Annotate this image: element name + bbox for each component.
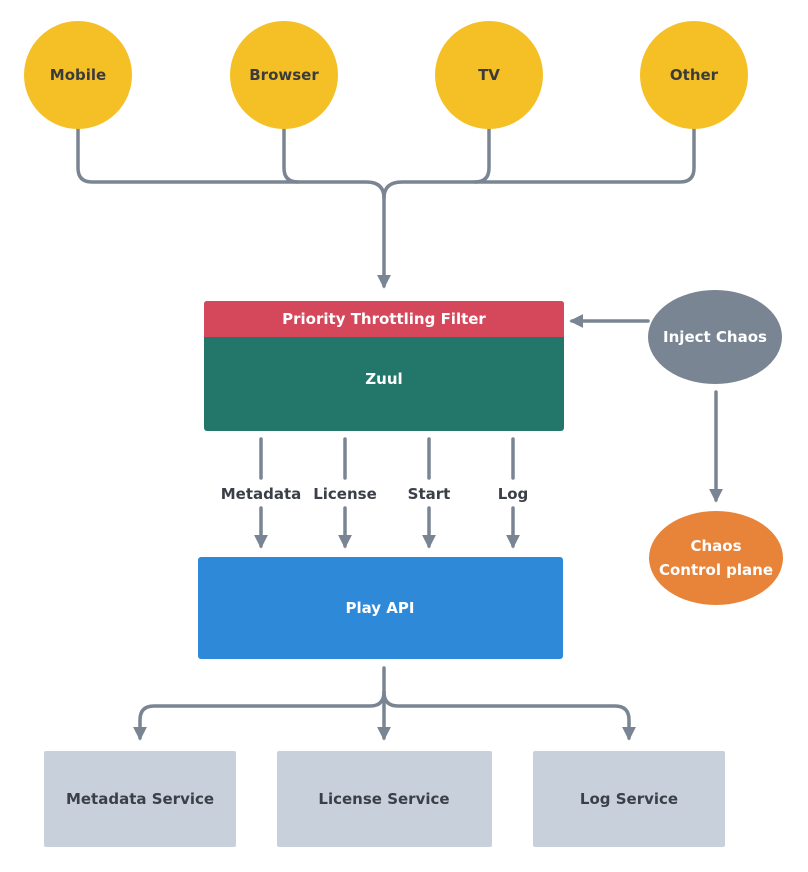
play-api-node: Play API bbox=[198, 557, 563, 659]
client-other: Other bbox=[640, 21, 748, 129]
control-plane-line2: Control plane bbox=[659, 561, 773, 579]
inject-chaos-node: Inject Chaos bbox=[569, 290, 782, 384]
license-service-label: License Service bbox=[318, 790, 449, 808]
play-api-label: Play API bbox=[346, 599, 415, 617]
metadata-service: Metadata Service bbox=[44, 751, 236, 847]
client-other-label: Other bbox=[670, 66, 719, 84]
client-mobile-label: Mobile bbox=[50, 66, 106, 84]
log-service: Log Service bbox=[533, 751, 725, 847]
log-service-label: Log Service bbox=[580, 790, 678, 808]
request-type-start: Start bbox=[408, 485, 451, 503]
inject-chaos-label: Inject Chaos bbox=[663, 328, 767, 346]
request-type-arrows: Metadata License Start Log bbox=[221, 437, 529, 549]
metadata-service-label: Metadata Service bbox=[66, 790, 214, 808]
license-service: License Service bbox=[277, 751, 492, 847]
client-tv-label: TV bbox=[478, 66, 500, 84]
client-browser: Browser bbox=[230, 21, 338, 129]
zuul-label: Zuul bbox=[365, 370, 402, 388]
priority-throttling-filter bbox=[204, 301, 564, 337]
filter-label: Priority Throttling Filter bbox=[282, 310, 486, 328]
client-connectors bbox=[76, 126, 696, 289]
service-connectors bbox=[133, 666, 636, 741]
chaos-control-plane-node: Chaos Control plane bbox=[649, 511, 783, 605]
client-tv: TV bbox=[435, 21, 543, 129]
client-browser-label: Browser bbox=[249, 66, 319, 84]
client-mobile: Mobile bbox=[24, 21, 132, 129]
request-type-license: License bbox=[313, 485, 377, 503]
gateway: Priority Throttling Filter Zuul bbox=[204, 301, 564, 431]
control-plane-line1: Chaos bbox=[690, 537, 741, 555]
request-type-log: Log bbox=[498, 485, 529, 503]
request-type-metadata: Metadata bbox=[221, 485, 302, 503]
